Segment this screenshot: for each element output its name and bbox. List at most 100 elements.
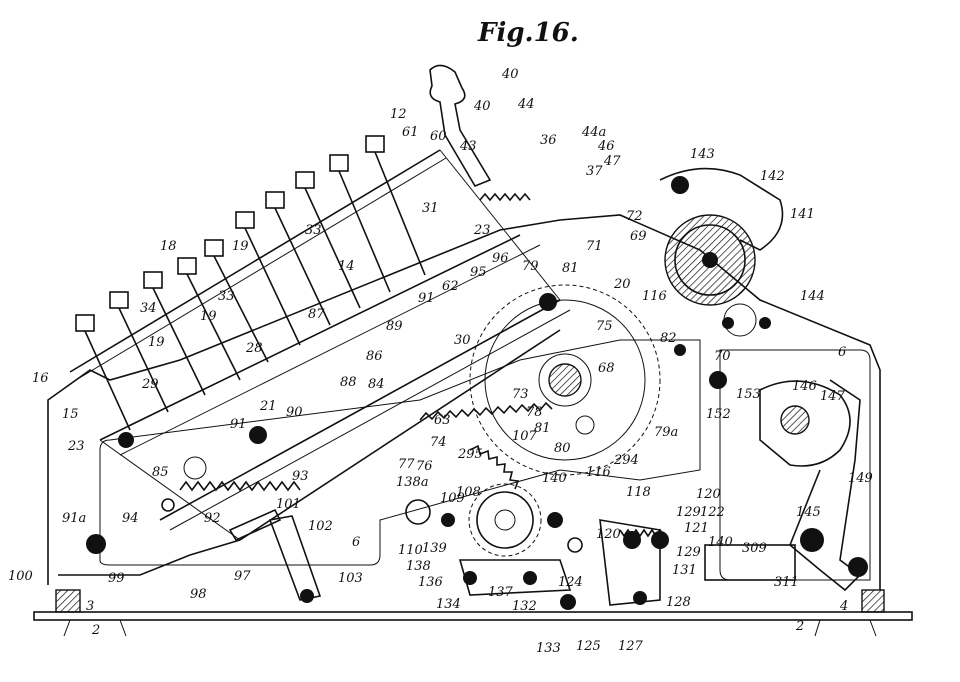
ref-label: 2 — [91, 623, 100, 638]
ref-label: 120 — [596, 527, 621, 542]
ref-label: 33 — [218, 289, 235, 304]
ref-label: 93 — [292, 469, 309, 484]
ref-label: 70 — [714, 349, 731, 364]
ref-label: 60 — [430, 129, 447, 144]
ref-label: 40 — [501, 67, 519, 82]
ref-label: 76 — [416, 459, 433, 474]
ref-label: 116 — [642, 289, 667, 304]
ref-label: 80 — [554, 441, 571, 456]
ref-label: 149 — [848, 471, 873, 486]
ref-label: 62 — [442, 279, 459, 294]
ref-label: 129 — [676, 505, 701, 520]
ref-label: 143 — [690, 147, 715, 162]
base-plate — [33, 589, 913, 637]
ref-label: 15 — [62, 407, 79, 422]
ref-label: 40 — [473, 99, 491, 114]
ref-label: 69 — [630, 229, 647, 244]
ref-label: 98 — [190, 587, 207, 602]
ref-label: 16 — [32, 371, 49, 386]
ref-label: 23 — [67, 439, 85, 454]
ref-label: 101 — [276, 497, 301, 512]
ref-label: 79 — [522, 259, 539, 274]
ref-label: 44 — [517, 97, 535, 112]
ref-label: 6 — [838, 345, 846, 360]
ref-label: 44a — [581, 125, 606, 140]
ref-label: 63 — [434, 413, 451, 428]
key-bank — [69, 149, 571, 541]
ref-label: 131 — [672, 563, 697, 578]
ref-label: 86 — [366, 349, 383, 364]
ref-label: 61 — [402, 125, 419, 140]
ref-label: 14 — [338, 259, 355, 274]
lower-right-parts — [405, 499, 796, 610]
ref-label: 152 — [706, 407, 731, 422]
ref-label: 91 — [418, 291, 435, 306]
ref-label: 144 — [800, 289, 825, 304]
ref-label: 43 — [459, 139, 477, 154]
side-frame — [47, 214, 881, 590]
ref-label: 142 — [760, 169, 785, 184]
ref-label: 100 — [8, 569, 33, 584]
ref-label: 294 — [613, 453, 639, 468]
ref-label: 139 — [422, 541, 447, 556]
ref-label: 30 — [454, 333, 471, 348]
ref-label: 146 — [792, 379, 817, 394]
ref-label: 88 — [340, 375, 357, 390]
ref-label: 95 — [470, 265, 487, 280]
ref-label: 71 — [586, 239, 603, 254]
ref-label: 34 — [140, 301, 157, 316]
ref-label: 309 — [742, 541, 767, 556]
ref-label: 120 — [696, 487, 721, 502]
ref-label: 109 — [440, 491, 465, 506]
ref-label: 108 — [456, 485, 481, 500]
ref-label: 3 — [86, 599, 94, 614]
ref-label: 91a — [62, 511, 86, 526]
lower-gears — [468, 483, 583, 557]
ref-label: 97 — [234, 569, 251, 584]
ref-label: 19 — [148, 335, 165, 350]
ref-label: 121 — [684, 521, 709, 536]
ref-label: 133 — [536, 641, 561, 656]
ref-label: 90 — [286, 405, 303, 420]
ref-label: 132 — [512, 599, 537, 614]
key-stems — [75, 135, 426, 431]
ref-label: 37 — [586, 164, 603, 179]
ref-label: 96 — [492, 251, 509, 266]
ref-label: 47 — [603, 154, 621, 169]
ref-label: 129 — [676, 545, 701, 560]
ref-label: 72 — [626, 209, 643, 224]
ref-label: 18 — [160, 239, 177, 254]
ref-label: 87 — [308, 307, 325, 322]
right-lever — [709, 371, 868, 592]
ref-label: 110 — [398, 543, 423, 558]
ref-label: 79a — [654, 425, 678, 440]
ref-label: 136 — [418, 575, 443, 590]
ref-label: 124 — [558, 575, 583, 590]
ref-label: 12 — [390, 107, 407, 122]
ref-label: 46 — [597, 139, 615, 154]
ref-label: 92 — [204, 511, 221, 526]
ref-label: 2 — [795, 619, 804, 634]
ref-label: 74 — [430, 435, 447, 450]
operating-handle — [429, 64, 492, 187]
ref-label: 89 — [386, 319, 403, 334]
ref-label: 127 — [618, 639, 644, 654]
ref-label: 82 — [660, 331, 677, 346]
ref-label: 99 — [108, 571, 125, 586]
lower-linkage — [58, 426, 322, 603]
ref-label: 134 — [436, 597, 461, 612]
ref-label: 77 — [398, 457, 415, 472]
ref-label: 75 — [596, 319, 613, 334]
ref-label: 94 — [122, 511, 139, 526]
ref-label: 145 — [796, 505, 821, 520]
ref-label: 6 — [352, 535, 360, 550]
ref-label: 122 — [700, 505, 725, 520]
main-drum — [469, 284, 686, 490]
ref-label: 140 — [542, 471, 567, 486]
ref-label: 73 — [512, 387, 529, 402]
ref-label: 295 — [457, 447, 483, 462]
ref-label: 20 — [613, 277, 631, 292]
ref-label: 138 — [406, 559, 431, 574]
ref-label: 19 — [232, 239, 249, 254]
ref-label: 140 — [708, 535, 733, 550]
